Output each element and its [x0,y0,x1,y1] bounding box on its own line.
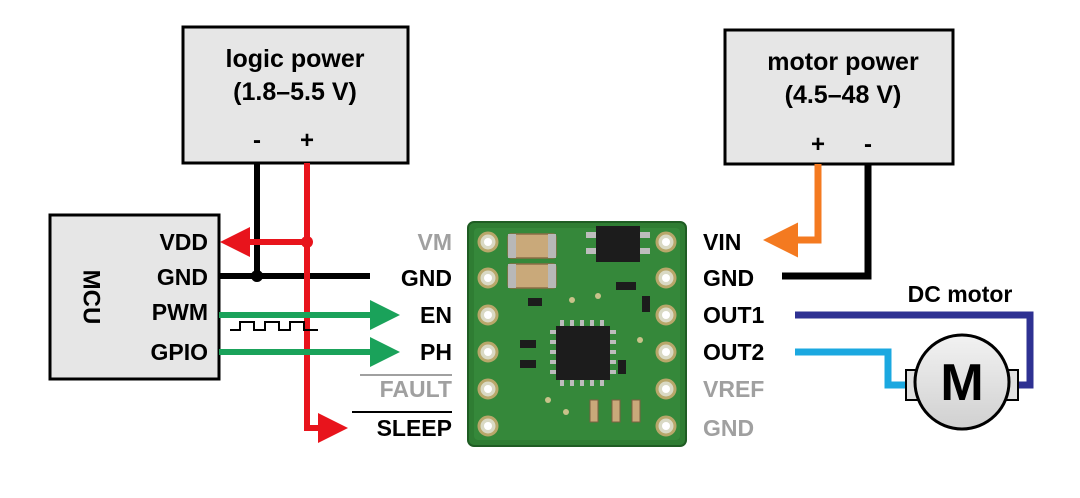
small-components [520,282,650,423]
pin-label-gnd-right: GND [703,265,754,291]
motor-power-voltage: (4.5–48 V) [785,81,902,109]
dc-motor: DC motor M [905,281,1019,431]
ground-junction-dot [251,270,263,282]
pin-label-vm: VM [418,229,453,255]
driver-board [467,221,687,447]
motor-power-wire [763,164,822,258]
logic-power-box: logic power (1.8–5.5 V) - + [181,25,410,165]
pin-label-vref: VREF [703,376,764,402]
motor-label: DC motor [908,281,1013,307]
pin-label-out2: OUT2 [703,339,764,365]
logic-ground-wire [219,163,370,279]
motor-power-minus: - [864,131,872,158]
motor-power-title: motor power [767,48,919,76]
pin-label-gnd-bottom: GND [703,415,754,441]
logic-power-wire [304,163,348,443]
motor-power-plus: + [811,131,825,158]
right-pin-pads [655,231,677,437]
pin-label-sleep: SLEEP [377,415,452,441]
motor-ground-wire [782,164,872,280]
pin-label-fault: FAULT [380,376,452,402]
vdd-junction-dot [301,236,313,248]
pin-label-ph: PH [420,339,452,365]
pwm-waveform-icon [230,321,318,331]
pin-label-en: EN [420,302,452,328]
logic-power-minus: - [253,127,261,154]
mcu-pin-vdd: VDD [159,229,208,255]
mcu-pin-gnd: GND [157,264,208,290]
pin-label-vin: VIN [703,229,741,255]
out2-wire [795,348,910,389]
pin-label-out1: OUT1 [703,302,765,328]
board-left-labels: VM GND EN PH FAULT SLEEP [352,229,452,441]
logic-power-voltage: (1.8–5.5 V) [233,78,357,106]
motor-body [913,333,1011,431]
mcu-title: MCU [78,270,105,325]
board-right-labels: VIN GND OUT1 OUT2 VREF GND [703,229,765,441]
mcu-box: MCU VDD GND PWM GPIO [48,213,221,381]
logic-power-title: logic power [226,45,365,73]
mcu-pin-pwm: PWM [152,299,208,325]
motor-power-box: motor power (4.5–48 V) + - [723,28,955,166]
left-pin-pads [477,231,499,437]
pin-label-gnd-left: GND [401,265,452,291]
mcu-pin-gpio: GPIO [150,339,208,365]
regulator-chip [596,226,640,262]
out1-wire [795,311,1034,389]
logic-power-plus: + [300,127,314,154]
motor-symbol: M [940,354,983,412]
driver-ic [556,326,610,380]
